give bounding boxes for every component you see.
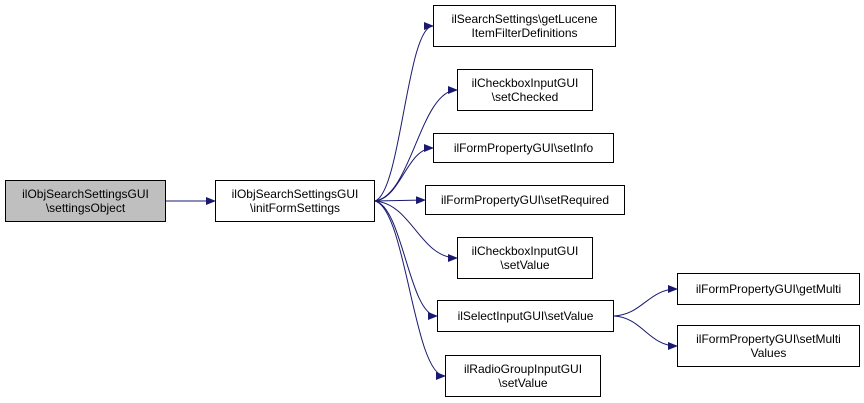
edge-selectvalue-to-getmulti [613,285,678,317]
node-label-line: \initFormSettings [249,201,341,215]
node-label-line: ilFormPropertyGUI\setMulti [696,332,841,346]
node-setinfo[interactable]: ilFormPropertyGUI\setInfo [433,133,614,163]
node-label-line: ilFormPropertyGUI\setInfo [453,141,594,155]
node-label-line: \setValue [498,376,548,390]
edge-init-to-cbchecked [374,86,458,202]
node-label-line: ilSearchSettings\getLucene [451,12,598,26]
node-cbchecked[interactable]: ilCheckboxInputGUI\setChecked [457,69,593,111]
node-selectvalue[interactable]: ilSelectInputGUI\setValue [437,300,614,332]
node-label-line: Values [750,346,787,360]
edge-init-to-lucene [374,22,434,202]
node-label-line: ilCheckboxInputGUI [471,76,579,90]
node-radiovalue[interactable]: ilRadioGroupInputGUI\setValue [445,355,601,397]
edge-init-to-setrequired [374,196,426,205]
node-cbvalue[interactable]: ilCheckboxInputGUI\setValue [457,237,593,279]
node-label-line: ItemFilterDefinitions [471,26,578,40]
node-root[interactable]: ilObjSearchSettingsGUI\settingsObject [5,180,166,222]
node-label-line: ilFormPropertyGUI\getMulti [695,282,842,296]
node-label-line: \setValue [500,258,550,272]
node-label-line: ilCheckboxInputGUI [471,244,579,258]
node-label-line: ilObjSearchSettingsGUI [22,187,149,201]
edge-init-to-setinfo [374,144,434,202]
node-label-line: ilSelectInputGUI\setValue [457,309,594,323]
edge-init-to-radiovalue [374,200,446,380]
node-label-line: ilObjSearchSettingsGUI [231,187,359,201]
edge-init-to-selectvalue [374,200,438,320]
node-init[interactable]: ilObjSearchSettingsGUI\initFormSettings [215,180,375,222]
edge-selectvalue-to-setmulti [613,315,678,350]
edge-init-to-cbvalue [374,200,458,262]
node-getmulti[interactable]: ilFormPropertyGUI\getMulti [677,273,860,305]
node-label-line: \setChecked [491,90,559,104]
node-setrequired[interactable]: ilFormPropertyGUI\setRequired [425,185,625,215]
node-label-line: ilRadioGroupInputGUI [463,362,583,376]
node-label-line: \settingsObject [45,201,126,215]
node-label-line: ilFormPropertyGUI\setRequired [440,193,610,207]
